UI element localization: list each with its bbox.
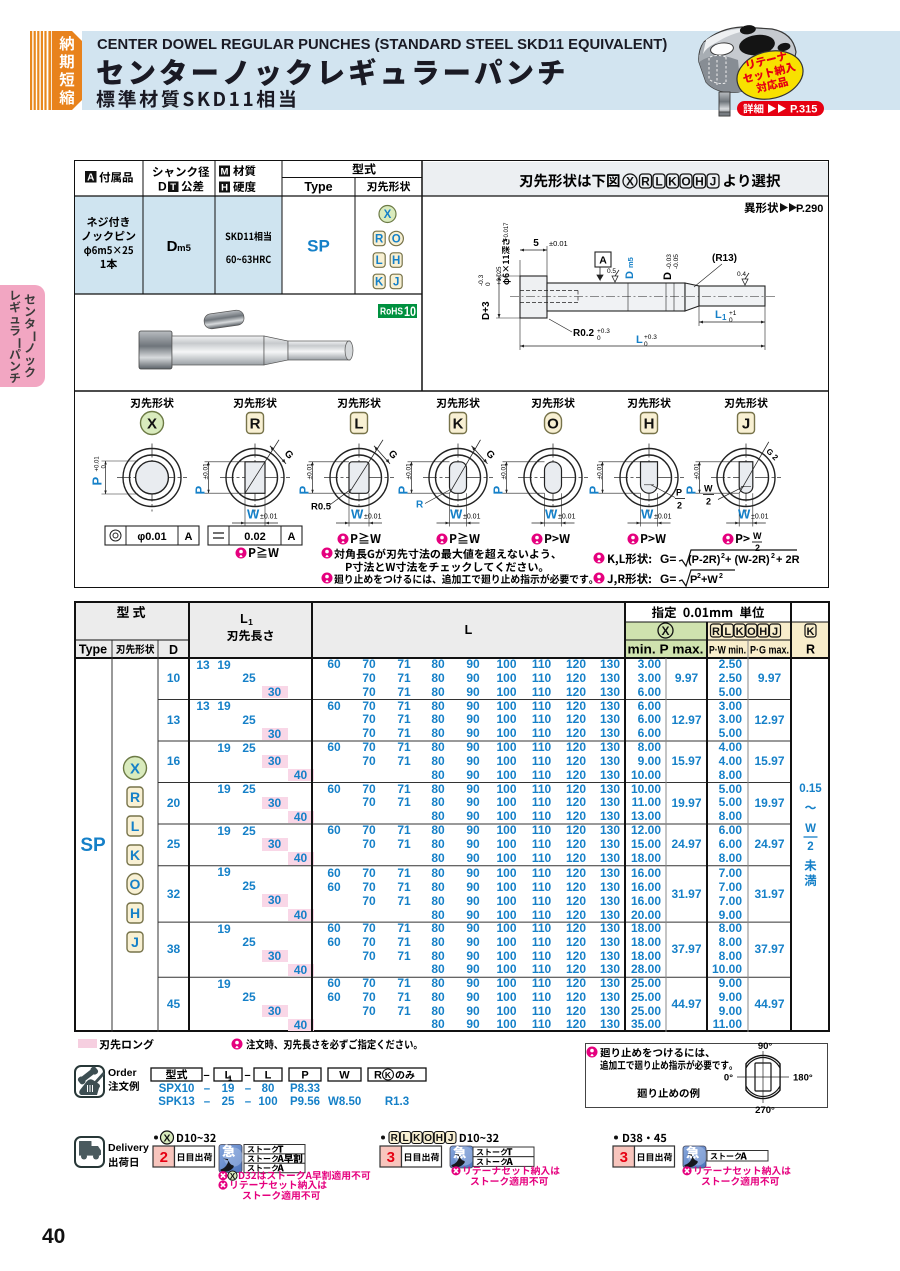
svg-text:–: – xyxy=(244,1070,250,1082)
svg-text:L: L xyxy=(225,1070,232,1082)
svg-text:40: 40 xyxy=(42,1225,65,1248)
svg-text:J: J xyxy=(448,1133,454,1144)
svg-text:X: X xyxy=(230,1172,236,1181)
svg-text:L: L xyxy=(265,1070,272,1082)
svg-text:1: 1 xyxy=(228,1074,232,1083)
svg-text:–: – xyxy=(203,1070,209,1082)
svg-text:O: O xyxy=(424,1133,432,1144)
svg-text:3: 3 xyxy=(387,1149,395,1166)
svg-text:Order: Order xyxy=(108,1067,137,1079)
svg-text:R: R xyxy=(391,1133,399,1144)
svg-text:W: W xyxy=(339,1070,350,1082)
svg-text:K: K xyxy=(413,1133,421,1144)
svg-text:Delivery: Delivery xyxy=(108,1142,149,1154)
svg-text:X: X xyxy=(163,1133,170,1145)
svg-text:R: R xyxy=(374,1070,382,1082)
svg-text:L: L xyxy=(402,1133,408,1144)
svg-text:H: H xyxy=(436,1133,443,1144)
svg-text:P: P xyxy=(301,1070,308,1082)
svg-text:3: 3 xyxy=(620,1149,628,1166)
svg-text:2: 2 xyxy=(160,1149,168,1166)
svg-text:K: K xyxy=(385,1070,392,1080)
